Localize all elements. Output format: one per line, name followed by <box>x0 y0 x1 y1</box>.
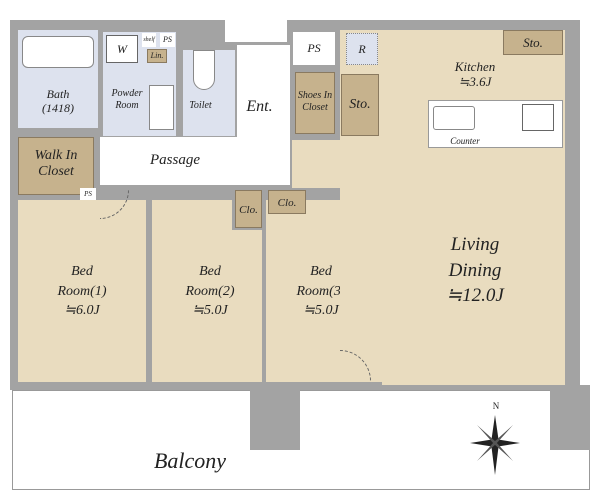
walk-in-closet <box>18 137 94 195</box>
ldk-main <box>382 140 565 385</box>
bath-label: Bath(1418) <box>18 87 98 116</box>
entrance-label: Ent. <box>246 98 273 115</box>
stove-icon <box>522 104 554 131</box>
linen-closet: Lin. <box>147 49 167 63</box>
bed2-name: Bed <box>199 264 221 279</box>
kitchen-name: Kitchen <box>454 59 496 74</box>
bedroom-1 <box>18 200 146 382</box>
bed1-name2: Room(1) <box>57 283 107 299</box>
bed3-size: ≒5.0J <box>303 303 339 319</box>
shoes-name: Shoes In <box>297 90 333 101</box>
bed1-name: Bed <box>71 264 93 279</box>
ldk-hall <box>292 140 382 188</box>
kitchen-size: ≒3.6J <box>458 73 492 89</box>
bed3-name2: Room(3) <box>296 283 346 299</box>
powder-name2: Room <box>115 99 139 111</box>
bath-size: (1418) <box>42 100 74 115</box>
living-name: Living <box>450 234 500 255</box>
closet-bed3: Clo. <box>268 190 306 214</box>
pipe-space: PS <box>160 33 175 47</box>
pillar <box>550 385 590 450</box>
passage <box>100 137 290 185</box>
storage-1: Sto. <box>341 74 379 136</box>
toilet-icon <box>193 50 215 90</box>
sink-icon <box>433 106 475 130</box>
bed2-name2: Room(2) <box>185 283 235 299</box>
bedroom-2-ext <box>152 230 262 382</box>
pillar <box>250 385 300 450</box>
closet-bed2: Clo. <box>235 190 262 228</box>
toilet-label: Toilet <box>189 100 212 111</box>
entrance <box>237 45 290 137</box>
washer-space: W <box>106 35 138 63</box>
pipe-space-2: PS <box>80 188 96 200</box>
living-name2: Dining <box>448 259 502 281</box>
bathtub <box>22 36 94 68</box>
compass-icon: N <box>465 401 525 480</box>
bed3-name: Bed <box>310 264 332 279</box>
north-label: N <box>492 401 500 411</box>
passage-label: Passage <box>150 152 200 168</box>
shoes-in-closet <box>295 72 335 134</box>
wic-name: Walk In <box>34 148 78 163</box>
living-size: ≒12.0J <box>446 285 504 307</box>
entrance-porch <box>225 0 287 42</box>
kitchen-label: Kitchen≒3.6J <box>440 59 510 90</box>
bed2-size: ≒5.0J <box>192 303 228 319</box>
balcony-label: Balcony <box>153 448 227 473</box>
shelf: shelf <box>142 33 156 47</box>
shoes-name2: Closet <box>302 101 328 113</box>
bath-name: Bath <box>46 87 70 101</box>
wash-basin <box>149 85 174 130</box>
counter-label: Counter <box>450 136 480 146</box>
bed1-size: ≒6.0J <box>64 303 100 319</box>
wic-name2: Closet <box>38 164 74 180</box>
powder-name: Powder <box>111 88 143 99</box>
pipe-space-3: PS <box>293 32 335 65</box>
refrigerator-space: R <box>346 33 378 65</box>
storage-kitchen: Sto. <box>503 30 563 55</box>
